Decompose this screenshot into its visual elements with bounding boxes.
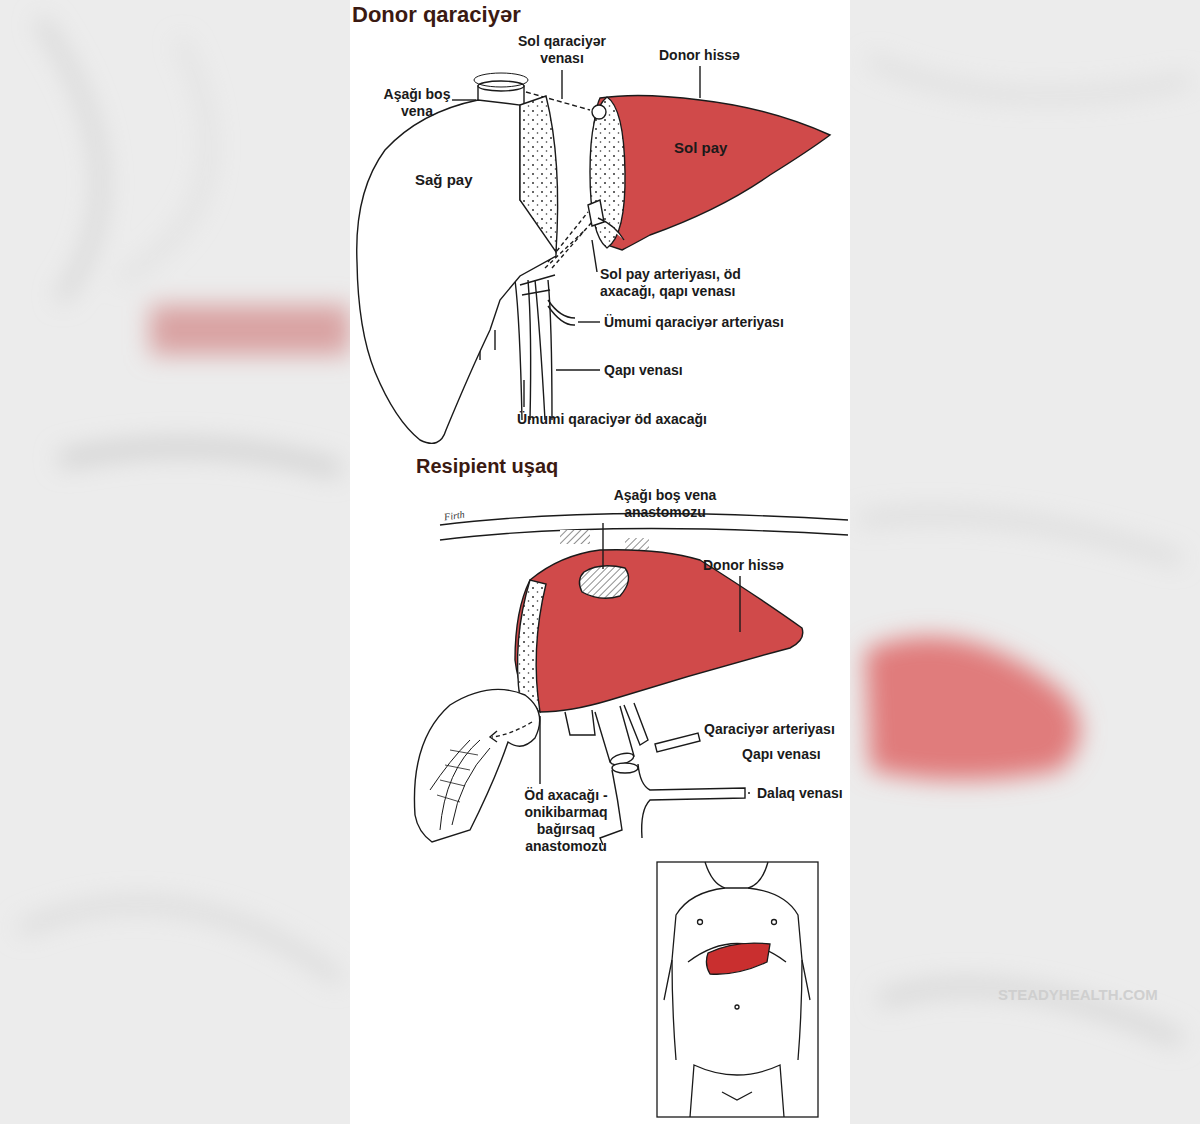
right-lobe: Sağ pay [355, 76, 600, 448]
lobe-label: Sağ pay [415, 171, 473, 189]
inset-figure [657, 862, 818, 1117]
lobe-label: Sol pay [674, 139, 727, 157]
section-heading: Resipient uşaq [416, 455, 558, 478]
callout-label: Sol pay arteriyası, öd axacağı, qapı ven… [600, 266, 782, 300]
organ-part [592, 105, 606, 119]
callout-label: Dalaq venası [757, 785, 843, 802]
left-lobe: Sol pay [584, 88, 834, 258]
organ-outline [355, 76, 600, 448]
title: Donor qaraciyər [352, 2, 521, 28]
callout-label: Ümumi qaraciyər öd axacağı [517, 411, 707, 428]
callout-label: Öd axacağı - onikibarmaq bağırsaq anasto… [510, 787, 622, 855]
callout-label: Ümumi qaraciyər arteriyası [604, 314, 784, 331]
callout-label: Qapı venası [742, 746, 821, 763]
callout-label: Donor hissə [659, 47, 740, 64]
watermark: STEADYHEALTH.COM [998, 986, 1158, 1004]
white-panel [350, 0, 850, 1124]
callout-label: Aşağı boş vena [372, 86, 462, 120]
organ-part [520, 96, 558, 252]
artist-signature: Firth [443, 508, 465, 524]
organ-part [592, 95, 830, 250]
callout-label: Aşağı boş vena anastomozu [595, 487, 735, 521]
callout-label: Donor hissə [703, 557, 784, 574]
callout-label: Sol qaraciyər venası [506, 33, 618, 67]
recipient-drawing [414, 514, 848, 845]
organ-part [588, 200, 624, 240]
callout-label: Qaraciyər arteriyası [704, 721, 835, 738]
callout-label: Qapı venası [604, 362, 683, 379]
organ-outline [584, 88, 834, 258]
